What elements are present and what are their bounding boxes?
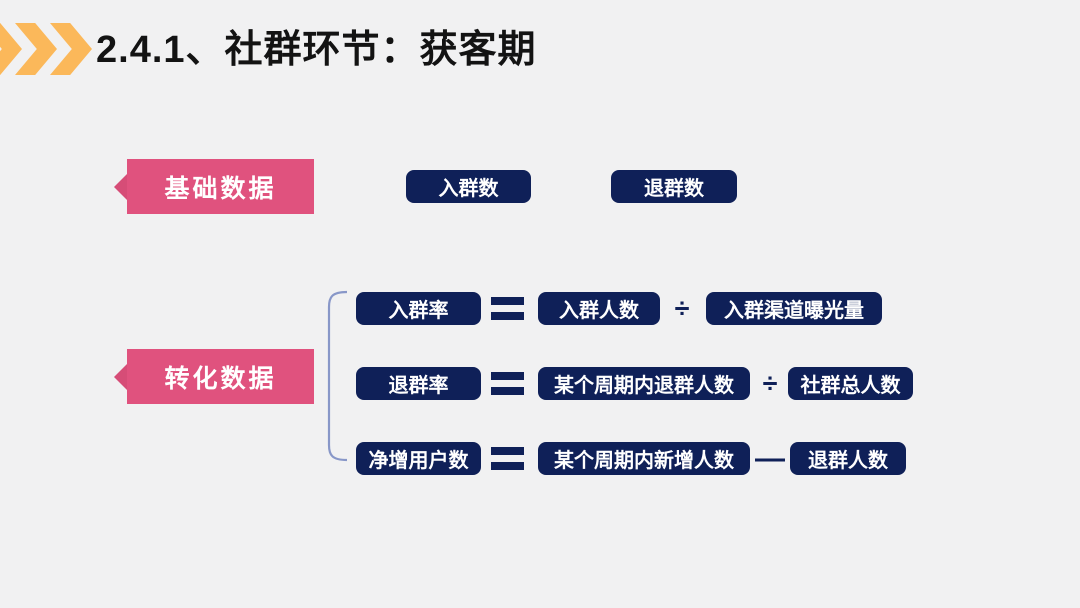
- formula-2-operand1: 某个周期内退群人数: [538, 367, 750, 400]
- formula-2-operand2: 社群总人数: [788, 367, 913, 400]
- basic-data-label: 基础数据: [164, 174, 277, 203]
- formula-1-operand2: 入群渠道曝光量: [706, 292, 882, 325]
- formula-3-result: 净增用户数: [356, 442, 481, 475]
- bracket-icon: [327, 290, 348, 462]
- formula-1-operand1: 入群人数: [538, 292, 660, 325]
- conversion-data-tag: 转化数据: [114, 349, 314, 404]
- equals-icon: [491, 292, 524, 325]
- equals-icon: [491, 367, 524, 400]
- formula-3-operand1: 某个周期内新增人数: [538, 442, 750, 475]
- chevrons-icon: [0, 23, 92, 75]
- conversion-data-label: 转化数据: [164, 364, 277, 393]
- join-count-box: 入群数: [406, 170, 531, 203]
- divide-icon: ÷: [762, 368, 778, 398]
- chevron-icon: [0, 23, 22, 75]
- tag-notch-icon: [114, 363, 127, 390]
- tag-notch-icon: [114, 173, 127, 200]
- formula-3-operand2: 退群人数: [790, 442, 906, 475]
- formula-1-result: 入群率: [356, 292, 481, 325]
- equals-icon: [491, 442, 524, 475]
- leave-count-box: 退群数: [611, 170, 737, 203]
- divide-icon: ÷: [674, 293, 690, 323]
- formula-2-result: 退群率: [356, 367, 481, 400]
- minus-icon: —: [755, 441, 785, 475]
- slide-title: 2.4.1、社群环节：获客期: [96, 29, 537, 71]
- basic-data-tag: 基础数据: [114, 159, 314, 214]
